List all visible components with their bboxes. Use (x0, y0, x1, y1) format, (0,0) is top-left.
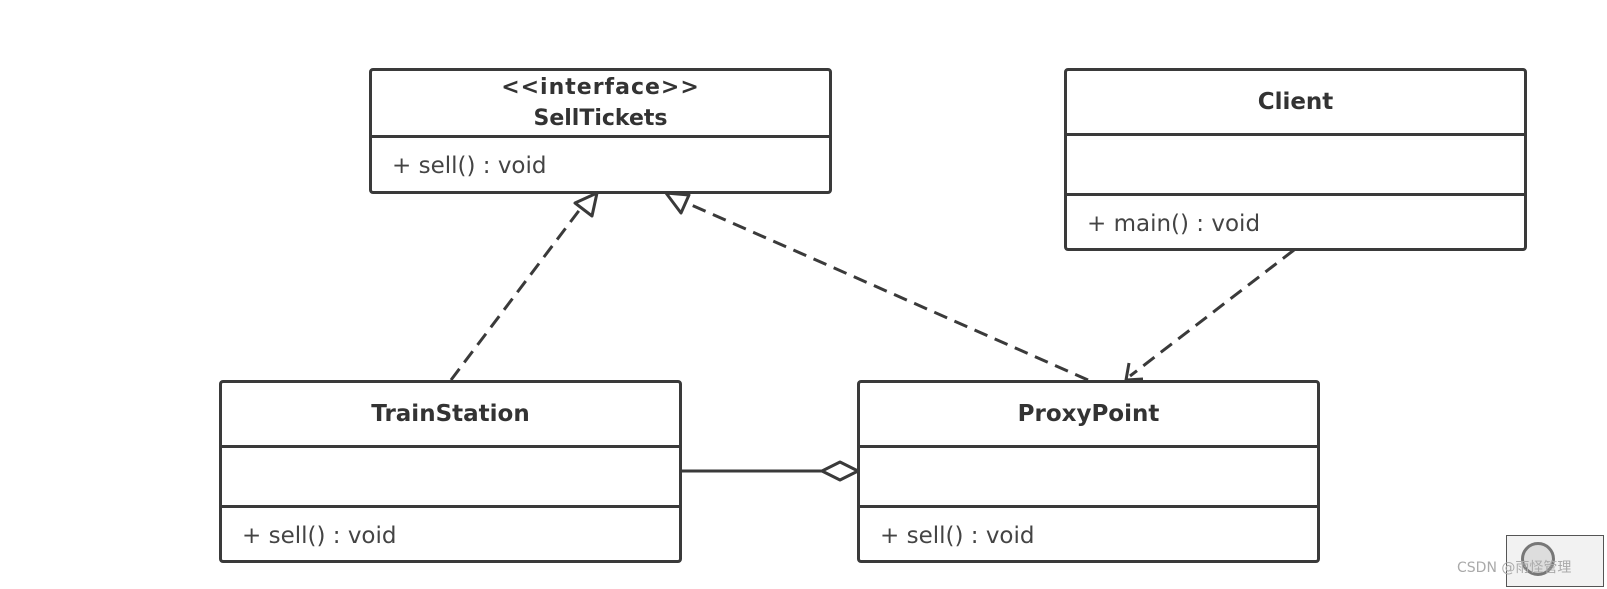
class-trainstation-operations: + sell() : void (222, 505, 679, 560)
class-selltickets-header: <<interface>> SellTickets (372, 71, 829, 135)
class-proxypoint-header: ProxyPoint (860, 383, 1317, 445)
avatar (1506, 535, 1604, 587)
class-client: Client + main() : void (1064, 68, 1527, 251)
class-proxypoint-operations: + sell() : void (860, 505, 1317, 560)
dependency-line-client (1129, 248, 1295, 378)
operation-sell: + sell() : void (392, 153, 547, 179)
realization-arrowhead-trainstation (573, 191, 599, 218)
operation-sell: + sell() : void (242, 522, 397, 549)
class-name-trainstation: TrainStation (371, 401, 530, 427)
class-client-operations: + main() : void (1067, 193, 1524, 248)
operation-sell: + sell() : void (880, 522, 1035, 549)
watermark: CSDN @雨怪管理 (1457, 560, 1572, 576)
realization-arrowhead-proxypoint (664, 191, 691, 215)
class-trainstation-attributes (222, 445, 679, 505)
class-proxypoint-attributes (860, 445, 1317, 505)
class-client-attributes (1067, 133, 1524, 193)
class-trainstation: TrainStation + sell() : void (219, 380, 682, 563)
class-name-proxypoint: ProxyPoint (1017, 401, 1160, 427)
class-name-selltickets: SellTickets (533, 106, 668, 131)
class-proxypoint: ProxyPoint + sell() : void (857, 380, 1320, 563)
class-selltickets-operations: + sell() : void (372, 135, 829, 191)
class-client-header: Client (1067, 71, 1524, 133)
interface-stereotype: <<interface>> (501, 75, 700, 100)
operation-main: + main() : void (1087, 210, 1261, 237)
realization-line-proxypoint (679, 198, 1089, 382)
class-trainstation-header: TrainStation (222, 383, 679, 445)
avatar-face-icon (1521, 542, 1555, 576)
class-name-client: Client (1257, 89, 1334, 115)
realization-line-trainstation (449, 195, 592, 381)
aggregation-diamond (820, 460, 860, 482)
class-selltickets: <<interface>> SellTickets + sell() : voi… (369, 68, 832, 194)
